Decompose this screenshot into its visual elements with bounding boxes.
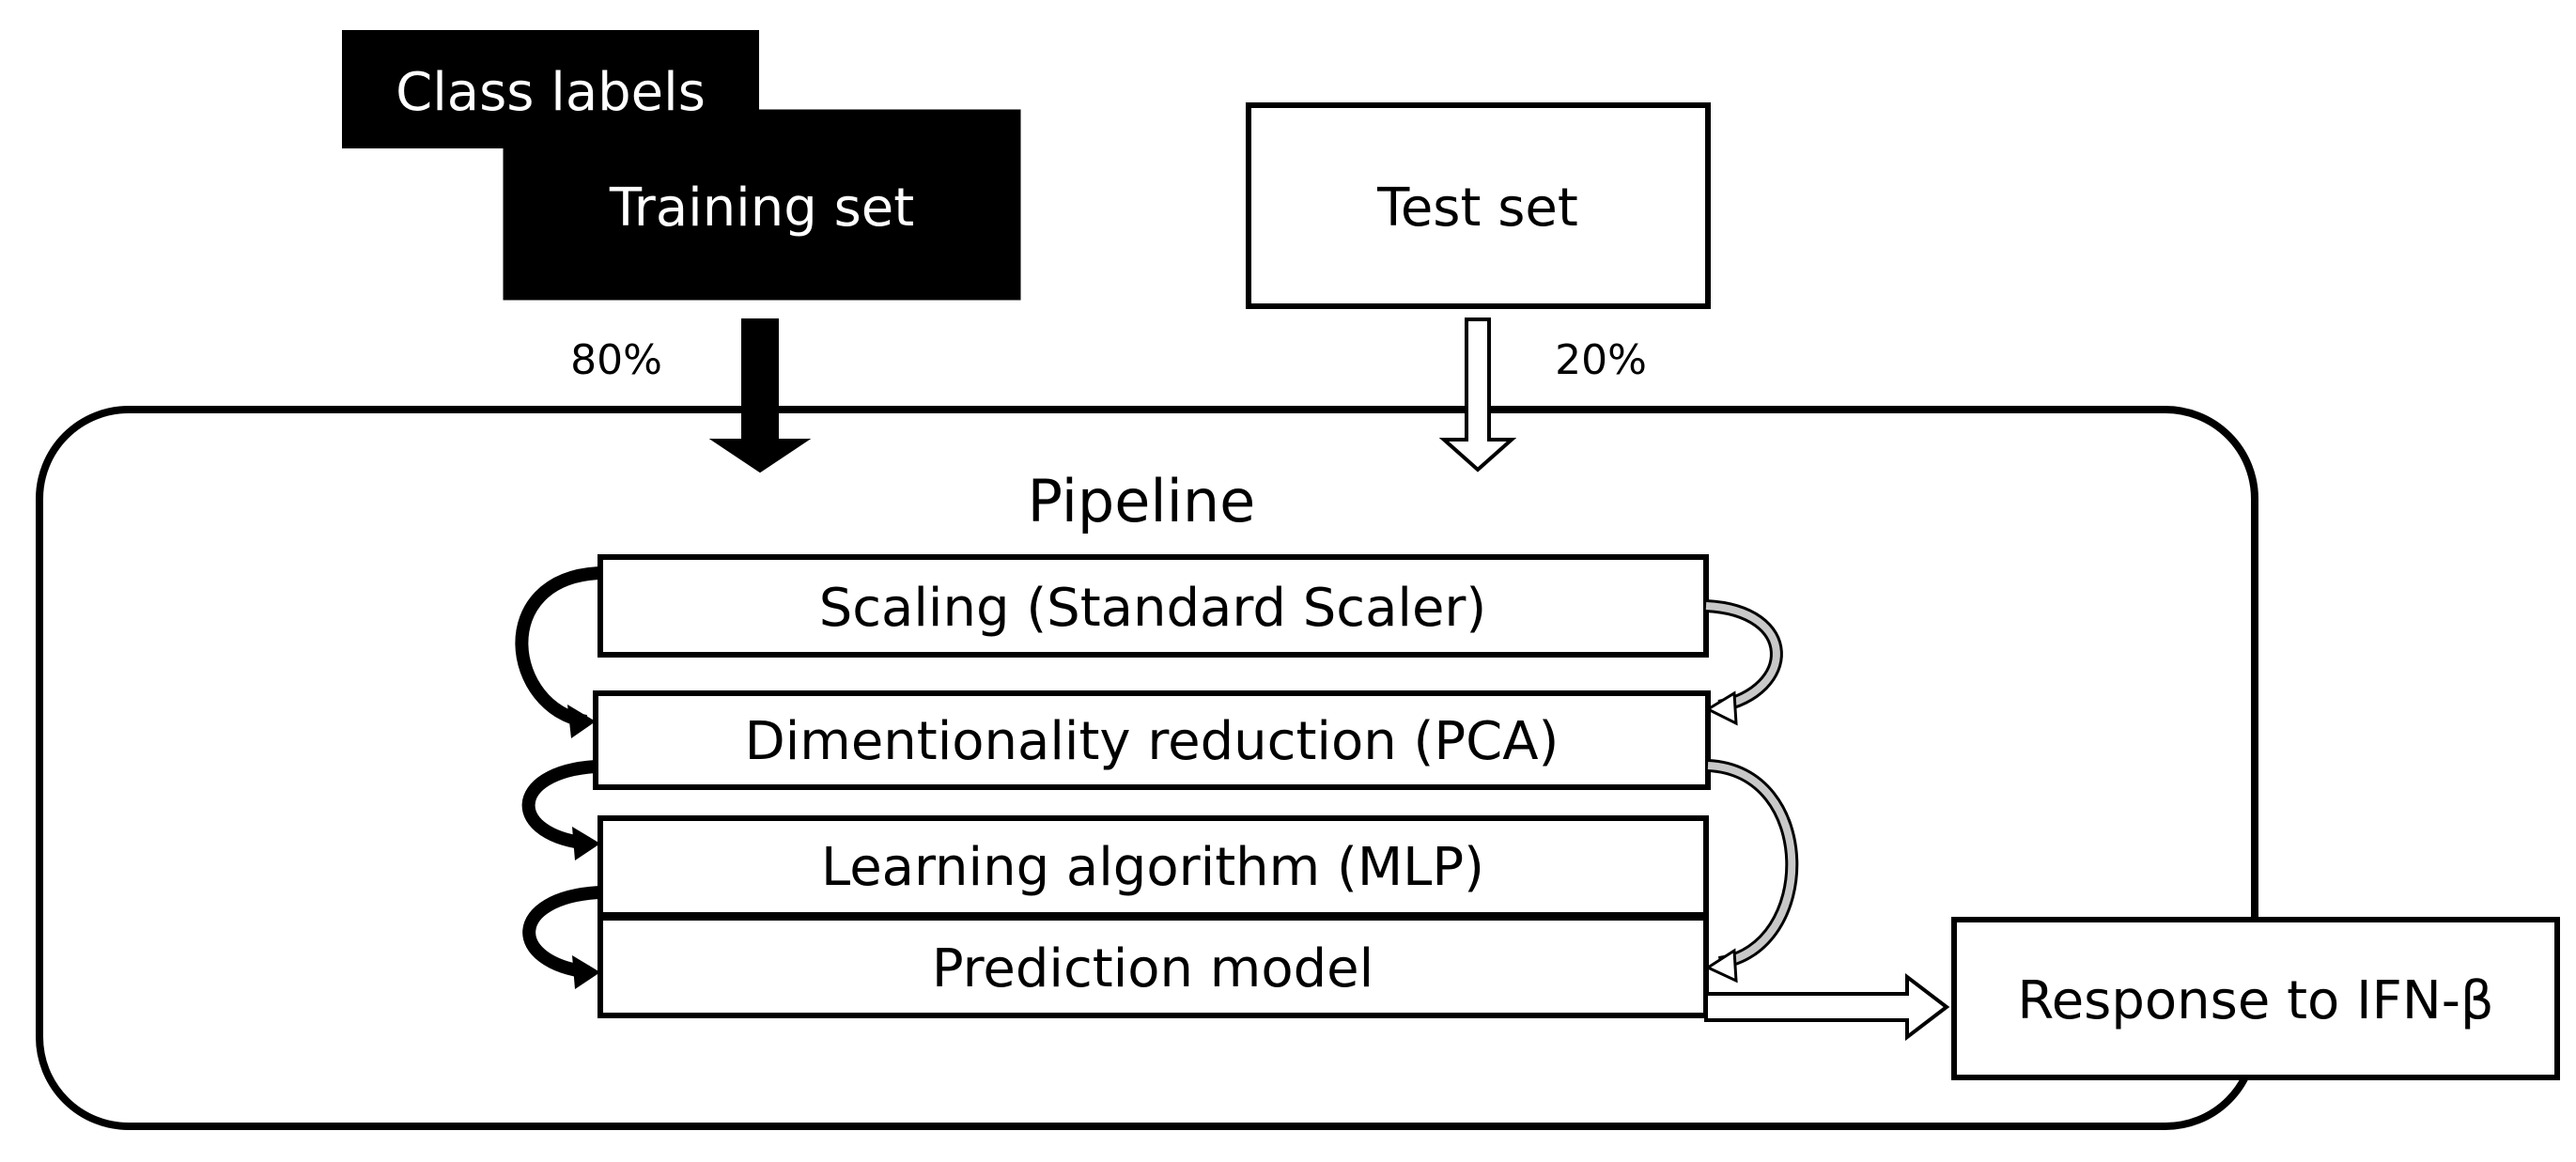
train-curve-scaling-to-pca — [515, 566, 601, 728]
train-curve-mlp-to-prediction — [522, 886, 601, 979]
step-scaling-label: Scaling (Standard Scaler) — [819, 578, 1487, 639]
step-pca-box — [593, 690, 1711, 790]
output-flow-arrow — [1704, 972, 1950, 1042]
output-box — [1951, 917, 2560, 1080]
step-prediction-box — [597, 915, 1709, 1018]
train-arrowhead-prediction — [572, 955, 600, 989]
test-arrowhead-pca — [1704, 690, 1738, 726]
test-percent-label: 20% — [1555, 336, 1647, 384]
train-arrowhead-mlp — [572, 827, 600, 860]
output-label: Response to IFN-β — [2017, 970, 2493, 1031]
test-set-box — [1246, 102, 1711, 309]
class-labels-label: Class labels — [396, 62, 706, 123]
test-arrowhead-prediction — [1704, 948, 1738, 984]
training-set-label: Training set — [609, 178, 914, 239]
test-curved-arrows — [1704, 599, 1799, 984]
training-flow-arrow — [708, 318, 812, 473]
pipeline-title: Pipeline — [1028, 467, 1256, 535]
step-scaling-box — [597, 554, 1709, 658]
train-percent-label: 80% — [570, 336, 662, 384]
step-prediction-label: Prediction model — [932, 938, 1373, 999]
step-mlp-label: Learning algorithm (MLP) — [821, 837, 1484, 898]
train-arrowhead-pca — [567, 705, 596, 738]
test-flow-arrow — [1438, 318, 1517, 473]
train-curve-pca-to-mlp — [521, 760, 597, 850]
step-pca-label: Dimentionality reduction (PCA) — [745, 711, 1560, 772]
test-set-label: Test set — [1376, 178, 1578, 239]
class-labels-box-front — [342, 30, 759, 148]
training-curved-arrows — [515, 566, 601, 989]
